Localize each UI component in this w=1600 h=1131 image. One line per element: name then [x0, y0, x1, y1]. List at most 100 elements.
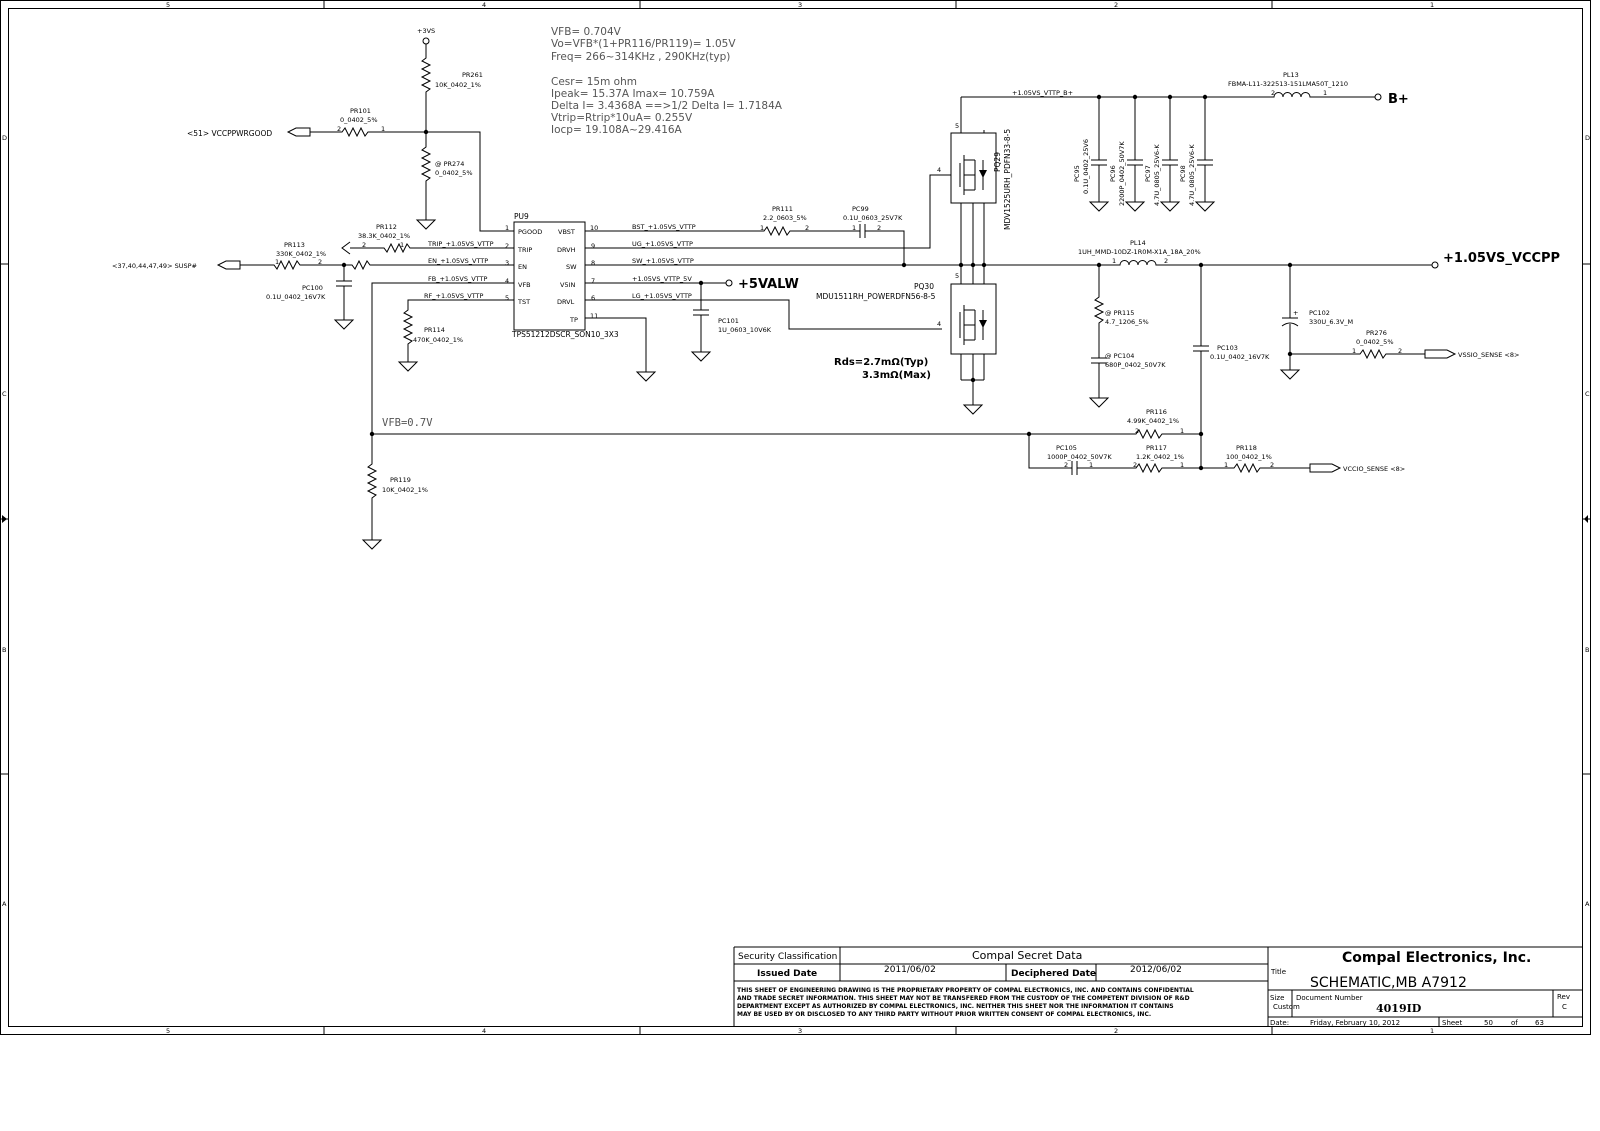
note-iocp: Iocp= 19.108A~29.416A [551, 124, 683, 136]
net-vssio: VSSIO_SENSE <8> [1458, 351, 1519, 359]
net-lg: LG_+1.05VS_VTTP [632, 292, 692, 300]
pr274-val: 0_0402_5% [435, 169, 473, 177]
col-label: 3 [798, 1027, 802, 1035]
row-label: A [2, 900, 7, 908]
pr101-ref: PR101 [350, 107, 371, 115]
pr111-val: 2.2_0603_5% [763, 214, 807, 222]
svg-text:5: 5 [955, 122, 959, 130]
row-label: B [2, 646, 6, 654]
pr119-ref: PR119 [390, 476, 411, 484]
svg-text:2: 2 [1135, 427, 1139, 435]
ic-pin-name: V5IN [560, 281, 575, 289]
svg-text:2: 2 [1064, 461, 1068, 469]
pc102-ref: PC102 [1309, 309, 1330, 317]
issued-label: Issued Date [757, 969, 817, 979]
mosfet-pq30: PQ30 MDU1511RH_POWERDFN56-8-5 5 [816, 262, 997, 415]
net-5valw: +5VALW [738, 277, 799, 292]
pr276-val: 0_0402_5% [1356, 338, 1394, 346]
ic-part: TPS51212DSCR_SON10_3X3 [511, 330, 619, 339]
pr116-ref: PR116 [1146, 408, 1167, 416]
pq29-val: MDV1525URH_PDFN33-8-5 [1003, 129, 1012, 230]
sheet-num: 50 [1484, 1019, 1493, 1027]
pc101-ref: PC101 [718, 317, 739, 325]
col-label: 5 [166, 1027, 170, 1035]
pc104-val: 680P_0402_50V7K [1105, 361, 1166, 369]
pc103-ref: PC103 [1217, 344, 1238, 352]
date-label: Date: [1270, 1019, 1289, 1027]
svg-text:2: 2 [318, 258, 322, 266]
net-v5: +1.05VS_VTTP_5V [632, 275, 692, 283]
net-vccppwrgood: <51> VCCPPWRGOOD [187, 129, 272, 138]
net-susp: <37,40,44,47,49> SUSP# [112, 262, 197, 270]
net-bplus-vttp: +1.05VS_VTTP_B+ [1012, 89, 1073, 97]
deciphered-label: Deciphered Date [1011, 969, 1096, 979]
pc102-val: 330U_6.3V_M [1309, 318, 1353, 326]
net-fb: FB_+1.05VS_VTTP [428, 275, 487, 283]
pr111-ref: PR111 [772, 205, 793, 213]
pr112-val: 38.3K_0402_1% [358, 232, 410, 240]
col-label: 2 [1114, 1, 1118, 9]
pq30-ref: PQ30 [914, 282, 934, 291]
ic-pin-name: VBST [558, 228, 575, 236]
pc95-ref: PC95 [1073, 165, 1081, 182]
pc96-val: 2200P_0402_50V7K [1118, 141, 1126, 206]
rev-value: C [1562, 1003, 1567, 1011]
ic-pin-num: 3 [505, 259, 509, 267]
ic-pin-name: VFB [518, 281, 531, 289]
svg-text:2: 2 [1133, 461, 1137, 469]
ic-pin-num: 7 [591, 277, 595, 285]
pr117-ref: PR117 [1146, 444, 1167, 452]
pr101-val: 0_0402_5% [340, 116, 378, 124]
pc100-ref: PC100 [302, 284, 323, 292]
pr276-ref: PR276 [1366, 329, 1387, 337]
title-block: Security Classification Compal Secret Da… [733, 946, 1582, 1027]
notice-line: THIS SHEET OF ENGINEERING DRAWING IS THE… [737, 987, 1194, 994]
note-vo: Vo=VFB*(1+PR116/PR119)= 1.05V [551, 38, 736, 50]
row-label: C [2, 390, 7, 398]
drawing-frame: 5 4 3 2 1 5 4 3 2 1 D C B A D C B A [0, 0, 1591, 1035]
net-bst: BST_+1.05VS_VTTP [632, 223, 696, 231]
pq29-ref: PQ29 [993, 152, 1002, 172]
svg-text:2: 2 [1398, 347, 1402, 355]
pc95-val: 0.1U_0402_25V6 [1082, 139, 1090, 194]
pl13-val: FBMA-L11-322513-151LMA50T_1210 [1228, 80, 1348, 88]
net-bplus: B+ [1388, 92, 1409, 107]
svg-text:1: 1 [1180, 427, 1184, 435]
size-label: Size [1270, 994, 1284, 1002]
pc97-ref: PC97 [1144, 165, 1152, 182]
svg-text:1: 1 [1323, 89, 1327, 97]
pc97-val: 4.7U_0805_25V6-K [1153, 144, 1161, 206]
docnum-label: Document Number [1296, 994, 1363, 1002]
rds-max: 3.3mΩ(Max) [862, 370, 931, 381]
pl13-ref: PL13 [1283, 71, 1299, 79]
note-vtrip: Vtrip=Rtrip*10uA= 0.255V [551, 112, 693, 124]
pl14-ref: PL14 [1130, 239, 1146, 247]
sheet-total: 63 [1535, 1019, 1544, 1027]
ic-pin-name: TP [569, 316, 578, 324]
svg-text:+: + [1293, 309, 1298, 317]
row-label: B [1585, 646, 1589, 654]
pr117-val: 1.2K_0402_1% [1136, 453, 1184, 461]
col-label: 4 [482, 1, 486, 9]
svg-text:1: 1 [400, 241, 404, 249]
pr261-val: 10K_0402_1% [435, 81, 481, 89]
net-vccpp: +1.05VS_VCCPP [1443, 251, 1560, 266]
ic-pin-name: TST [517, 298, 530, 306]
rds-typ: Rds=2.7mΩ(Typ) [834, 357, 928, 368]
pc98-ref: PC98 [1179, 165, 1187, 182]
net-en: EN_+1.05VS_VTTP [428, 257, 488, 265]
pc104-ref: @ PC104 [1105, 352, 1134, 360]
ic-pin-num: 8 [591, 259, 595, 267]
pr113-ref: PR113 [284, 241, 305, 249]
svg-text:2: 2 [877, 224, 881, 232]
note-vfb: VFB= 0.704V [551, 26, 622, 38]
of-label: of [1511, 1019, 1518, 1027]
ic-pu9: PU9 TPS51212DSCR_SON10_3X3 PGOOD TRIP EN… [505, 212, 619, 339]
pc96-ref: PC96 [1109, 165, 1117, 182]
svg-text:2: 2 [362, 241, 366, 249]
pr118-ref: PR118 [1236, 444, 1257, 452]
mosfet-pq29: PQ29 MDV1525URH_PDFN33-8-5 5 [942, 97, 1012, 265]
